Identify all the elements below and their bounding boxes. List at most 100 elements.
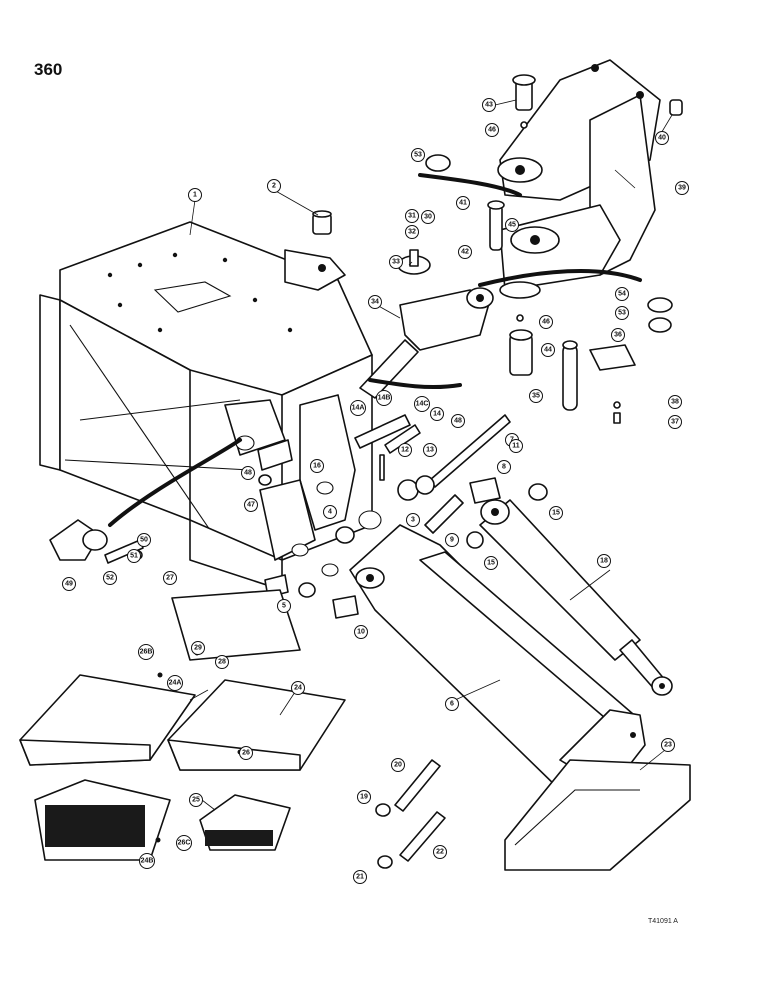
callout-label: 26B	[140, 649, 153, 656]
callout-35: 35	[529, 389, 543, 403]
callout-bubble	[357, 790, 371, 804]
callout-bubble	[291, 681, 305, 695]
callout-15: 15	[549, 506, 563, 520]
callout-label: 24A	[169, 680, 182, 687]
upper-hardware	[425, 74, 683, 424]
callout-label: 42	[461, 249, 469, 256]
callout-4: 4	[323, 505, 337, 519]
callout-34: 34	[368, 295, 382, 309]
callout-42: 42	[458, 245, 472, 259]
callout-bubble	[241, 466, 255, 480]
callout-9: 9	[445, 533, 459, 547]
callout-bubble	[485, 123, 499, 137]
bushing-2	[312, 210, 332, 235]
callout-32: 32	[405, 225, 419, 239]
callout-label: 9	[450, 537, 454, 544]
callout-label: 3	[411, 517, 415, 524]
callout-label: 38	[671, 399, 679, 406]
callout-label: 34	[371, 299, 379, 306]
callout-bubble	[103, 571, 117, 585]
callout-26c: 26C	[176, 835, 192, 851]
callout-26b: 26B	[138, 644, 154, 660]
callout-bubble	[655, 131, 669, 145]
callout-40: 40	[655, 131, 669, 145]
callout-label: 37	[671, 419, 679, 426]
callout-label: 4	[328, 509, 332, 516]
callout-label: 7	[510, 437, 514, 444]
callout-bubble	[354, 625, 368, 639]
callout-bubble	[277, 599, 291, 613]
callout-label: 31	[408, 213, 416, 220]
callout-bubble	[267, 179, 281, 193]
callout-label: 33	[392, 259, 400, 266]
callout-label: 44	[544, 347, 552, 354]
callout-label: 48	[454, 418, 462, 425]
callout-48: 48	[241, 466, 255, 480]
callout-bubble	[405, 225, 419, 239]
callout-bubble	[411, 148, 425, 162]
callout-label: 23	[664, 742, 672, 749]
callout-54: 54	[615, 287, 629, 301]
callout-20: 20	[391, 758, 405, 772]
main-frame	[39, 221, 382, 591]
callout-bubble	[239, 746, 253, 760]
callout-bubble	[62, 577, 76, 591]
callout-label: 49	[65, 581, 73, 588]
assembly-arrows	[108, 173, 642, 527]
callout-bubble	[433, 845, 447, 859]
callout-bubble	[615, 306, 629, 320]
callout-label: 45	[508, 222, 516, 229]
callout-label: 16	[313, 463, 321, 470]
callout-label: 36	[614, 332, 622, 339]
callout-21: 21	[353, 870, 367, 884]
callout-23: 23	[661, 738, 675, 752]
callout-bubble	[138, 644, 154, 660]
callout-19: 19	[357, 790, 371, 804]
callout-28: 28	[215, 655, 229, 669]
callout-47: 47	[244, 498, 258, 512]
callout-bubble	[139, 853, 155, 869]
callout-13: 13	[423, 443, 437, 457]
callout-bubble	[310, 459, 324, 473]
callout-label: 1	[193, 192, 197, 199]
callout-bubble	[668, 395, 682, 409]
callout-bubble	[188, 188, 202, 202]
callout-bubble	[391, 758, 405, 772]
callout-bubble	[163, 571, 177, 585]
pivot-pins	[257, 414, 548, 619]
callout-label: 6	[450, 701, 454, 708]
callout-16: 16	[310, 459, 324, 473]
base-plate	[504, 759, 691, 871]
callout-label: 29	[194, 645, 202, 652]
callout-label: 40	[658, 135, 666, 142]
callout-label: 11	[512, 443, 520, 450]
callout-label: 30	[424, 214, 432, 221]
counterweight-assembly	[19, 589, 346, 861]
hinge-bracket	[497, 59, 661, 299]
callout-bubble	[505, 218, 519, 232]
callout-bubble	[191, 641, 205, 655]
callout-label: 53	[414, 152, 422, 159]
callout-label: 43	[485, 102, 493, 109]
callout-label: 28	[218, 659, 226, 666]
callout-53: 53	[615, 306, 629, 320]
callout-bubble	[611, 328, 625, 342]
callout-bubble	[406, 513, 420, 527]
callout-bubble	[176, 835, 192, 851]
drawing-code: T41091 A	[648, 918, 678, 925]
callout-30: 30	[421, 210, 435, 224]
callout-15: 15	[484, 556, 498, 570]
callout-22: 22	[433, 845, 447, 859]
callout-label: 2	[272, 183, 276, 190]
callout-27: 27	[163, 571, 177, 585]
callout-bubble	[414, 396, 430, 412]
callout-50: 50	[137, 533, 151, 547]
callout-label: 48	[244, 470, 252, 477]
callout-6: 6	[445, 697, 459, 711]
callout-bubble	[368, 295, 382, 309]
callout-label: 46	[542, 319, 550, 326]
callout-31: 31	[405, 209, 419, 223]
callout-label: 47	[247, 502, 255, 509]
callout-bubble	[350, 400, 366, 416]
